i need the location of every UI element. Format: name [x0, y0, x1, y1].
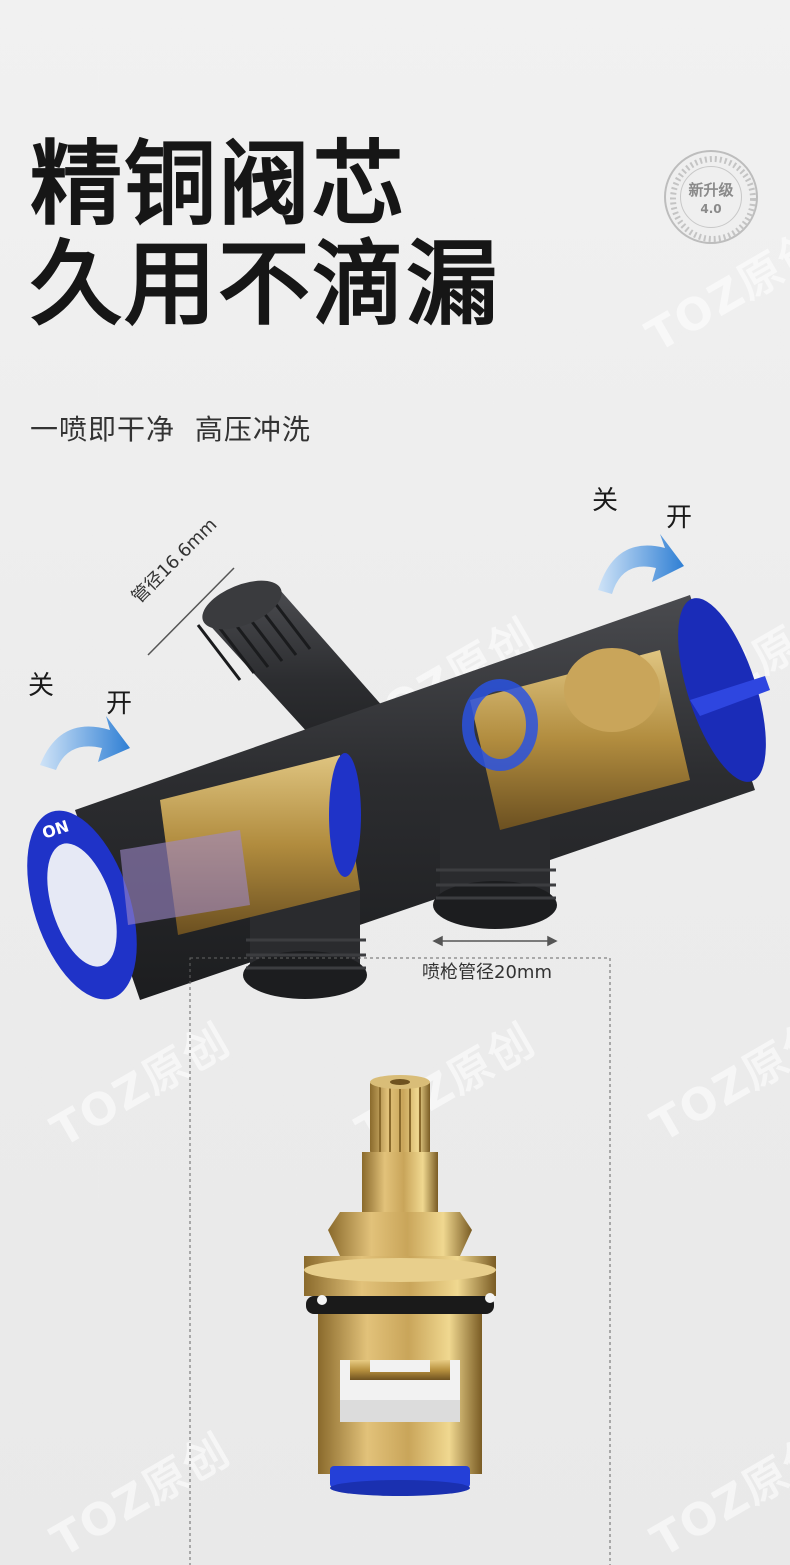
pipe-diameter-dimension-line [147, 567, 235, 656]
subline-part-2: 高压冲洗 [194, 413, 311, 446]
valve-body [27, 595, 770, 1000]
rotation-arrow-right-icon [598, 534, 684, 594]
upgrade-seal: 新升级 4.0 [664, 150, 758, 244]
seal-inner: 新升级 4.0 [680, 166, 742, 228]
cutaway-cartridge-left [120, 753, 361, 935]
subline-part-1: 一喷即干净 [30, 413, 176, 446]
seal-line-1: 新升级 [688, 180, 734, 199]
rotation-arrow-left-icon [40, 716, 130, 770]
subline: 一喷即干净 高压冲洗 [30, 408, 311, 448]
headline: 精铜阀芯 久用不滴漏 [30, 135, 500, 335]
cutaway-cartridge-right [462, 648, 690, 830]
seal-ring-icon [670, 156, 756, 242]
headline-line-2: 久用不滴漏 [30, 231, 501, 338]
seal-line-2: 4.0 [700, 201, 722, 216]
left-close-label: 关 [28, 671, 55, 701]
valve-cartridge-detail [304, 1075, 496, 1496]
spray-gun-diameter-label: 喷枪管径20mm [422, 962, 552, 983]
right-open-label: 开 [666, 503, 693, 533]
spray-gun-dimension-line [432, 935, 558, 947]
right-close-label: 关 [592, 486, 619, 516]
headline-line-1: 精铜阀芯 [30, 131, 407, 238]
callout-frame [189, 957, 611, 1565]
left-open-label: 开 [106, 689, 133, 719]
